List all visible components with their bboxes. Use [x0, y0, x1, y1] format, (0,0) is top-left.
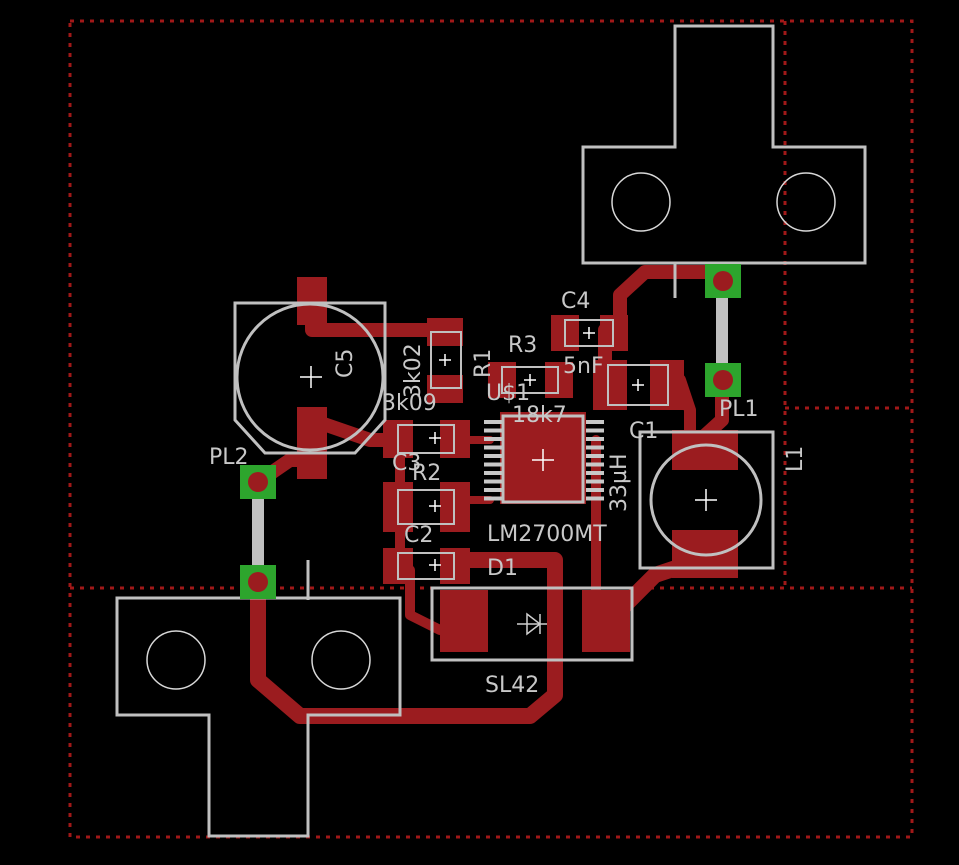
diode-symbol-icon: [517, 612, 547, 636]
label-c2: C2: [404, 523, 433, 548]
ic-pin-right: [586, 454, 604, 458]
label-u1: U$1: [486, 381, 530, 406]
ic-pin-left: [484, 462, 502, 467]
label-r1-value: 3k02: [401, 343, 426, 398]
ic-pin-left: [484, 445, 502, 450]
label-ic-value: LM2700MT: [487, 522, 607, 547]
label-d1-value: SL42: [485, 673, 539, 698]
label-c5: C5: [333, 349, 358, 378]
ic-pin-right: [586, 488, 604, 492]
label-c1: C1: [629, 419, 658, 444]
top-right-connector-outline: [581, 24, 867, 265]
label-r1: R1: [471, 349, 496, 378]
ic-pin-right: [586, 420, 604, 424]
component-labels: C5 R1 3k02 R3 C4 5nF U$1 18k7 3k09 C3 R2…: [209, 289, 808, 698]
label-c4: C4: [561, 289, 590, 314]
silkscreen-outlines: [115, 24, 867, 838]
ic-pin-right: [586, 428, 604, 433]
ic-pin-left: [484, 488, 502, 492]
label-r2: R2: [412, 461, 441, 486]
ic-pin-right: [586, 496, 604, 501]
label-c3: C3: [392, 451, 421, 476]
pl-pads: [240, 264, 741, 599]
c5-pad-top: [297, 277, 327, 325]
center-marks: [300, 327, 717, 571]
ic-pin-left: [484, 471, 502, 475]
l1-outline: [638, 430, 775, 570]
ic-pin-right: [586, 462, 604, 467]
label-c4-value: 5nF: [563, 354, 604, 379]
c5-outline: [233, 301, 387, 455]
component-bodies: [397, 319, 669, 580]
ic-pin-left: [484, 437, 502, 441]
ic-pin-left: [484, 479, 502, 484]
bottom-left-connector-outline: [115, 596, 402, 838]
ic-pin-left: [484, 454, 502, 458]
label-pl1: PL1: [719, 397, 759, 422]
ic-pin-right: [586, 479, 604, 484]
d1-outline: [430, 586, 634, 662]
label-l1-value: 33µH: [607, 453, 632, 512]
label-r3: R3: [508, 333, 537, 358]
ic-pin-left: [484, 496, 502, 501]
ic-pin-left: [484, 428, 502, 433]
ic-pins: [484, 420, 604, 501]
ic-pin-left: [484, 420, 502, 424]
ic-pin-right: [586, 437, 604, 441]
label-d1: D1: [487, 556, 518, 581]
label-r3-value: 18k7: [512, 403, 567, 428]
label-pl2: PL2: [209, 445, 249, 470]
label-c3-value: 3k09: [382, 391, 437, 416]
ic-outline: [501, 414, 585, 504]
c5-pad-bottom: [297, 407, 327, 479]
ic-pin-right: [586, 471, 604, 475]
ic-pin-right: [586, 445, 604, 450]
label-l1: L1: [783, 446, 808, 472]
